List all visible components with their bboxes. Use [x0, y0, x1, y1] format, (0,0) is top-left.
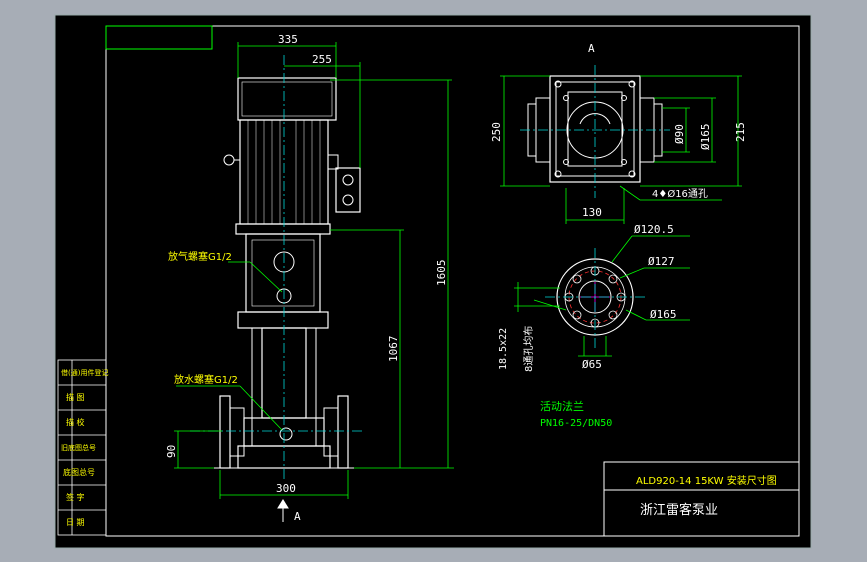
- drain-plug: [279, 427, 293, 441]
- flange-leaders: [514, 235, 690, 357]
- dim-d127: Ø127: [648, 255, 675, 268]
- terminal-box: [335, 167, 361, 213]
- top-view-dimensions: [500, 75, 742, 224]
- dim-d90: Ø90: [673, 124, 686, 144]
- dim-1067: 1067: [387, 336, 400, 363]
- view-a-label-top: A: [588, 42, 595, 55]
- dim-130: 130: [582, 206, 602, 219]
- dim-250: 250: [490, 122, 503, 142]
- drain-plug-label: 放水螺塞G1/2: [174, 373, 238, 386]
- flange-holes-label: 8通孔均布: [523, 326, 535, 372]
- side-table-cell: 底图总号: [63, 467, 95, 477]
- side-table-cell: 描 图: [66, 392, 85, 402]
- dim-90-left: 90: [165, 445, 178, 458]
- dim-215: 215: [734, 122, 747, 142]
- dim-335: 335: [278, 33, 298, 46]
- top-left-box: [105, 25, 213, 50]
- side-table-cell: 旧底图总号: [61, 443, 96, 452]
- side-table-cell: 日 期: [66, 518, 85, 527]
- drawing-title: ALD920-14 15KW 安装尺寸图: [636, 474, 777, 487]
- company-name: 浙江雷客泵业: [640, 502, 718, 518]
- dim-300: 300: [276, 482, 296, 495]
- pump-elevation: [190, 55, 365, 480]
- side-table-labels: 借(通)用件登记 描 图 描 校 旧底图总号 底图总号 签 字 日 期: [61, 368, 108, 527]
- drawing-sheet: [54, 14, 812, 549]
- top-holes-label: 4♦Ø16通孔: [652, 188, 708, 200]
- vent-plug-label: 放气螺塞G1/2: [168, 250, 232, 263]
- side-table-cell: 签 字: [66, 492, 85, 502]
- title-block: [603, 461, 800, 537]
- dim-255: 255: [312, 53, 332, 66]
- side-table-cell: 借(通)用件登记: [61, 368, 108, 377]
- dim-1605: 1605: [435, 260, 448, 287]
- dim-d65: Ø65: [582, 358, 602, 371]
- main-dimensions: [174, 42, 454, 499]
- dim-d165-flange: Ø165: [650, 308, 677, 321]
- flange-title: 活动法兰: [540, 399, 584, 413]
- view-a-arrow-bottom: [277, 499, 289, 522]
- dim-d165-top: Ø165: [699, 124, 712, 151]
- side-table-cell: 描 校: [66, 417, 85, 427]
- side-table: [57, 359, 107, 536]
- top-view: [527, 75, 663, 183]
- dim-18x22: 18.5x22: [498, 328, 509, 370]
- view-a-label-bottom: A: [294, 510, 301, 523]
- dim-d120: Ø120.5: [634, 223, 674, 236]
- border-frame: [105, 25, 800, 537]
- flange-spec: PN16-25/DN50: [540, 418, 612, 429]
